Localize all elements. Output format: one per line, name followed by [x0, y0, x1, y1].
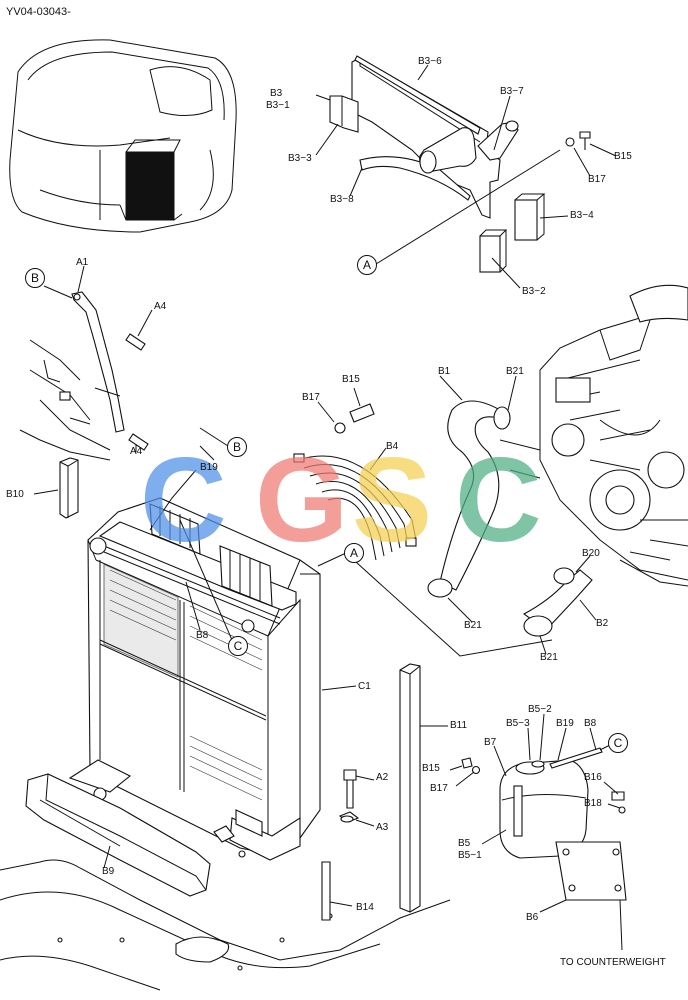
label-b15-top: B15	[614, 151, 632, 162]
label-b3-3: B3−3	[288, 153, 312, 164]
callout-a-top: A	[357, 255, 377, 275]
callout-b-mid: B	[227, 437, 247, 457]
label-b1: B1	[438, 366, 451, 377]
footer-note: TO COUNTERWEIGHT	[560, 957, 666, 968]
watermark-letter-c2: C	[455, 433, 542, 567]
mounting-rubber	[25, 773, 211, 897]
watermark-letter-g: G	[255, 433, 349, 567]
label-b2: B2	[596, 618, 609, 629]
spacer-block	[59, 457, 79, 519]
label-b15-bottom: B15	[422, 763, 440, 774]
label-b3-8: B3−8	[330, 194, 354, 205]
machine-overview-sketch	[9, 39, 237, 233]
callout-a-mid: A	[344, 543, 364, 563]
callout-c-mid: C	[228, 636, 248, 656]
tank-stay-and-frame	[19, 291, 149, 461]
hose-clamp-set	[293, 453, 417, 561]
label-b21-bottom: B21	[540, 652, 558, 663]
label-a2: A2	[376, 772, 389, 783]
label-b5-2: B5−2	[528, 704, 552, 715]
label-b8-right: B8	[584, 718, 597, 729]
label-b20: B20	[582, 548, 600, 559]
label-b19-mid: B19	[200, 462, 218, 473]
reserve-tank	[499, 747, 627, 951]
fan-shroud-assembly	[329, 55, 591, 273]
watermark-letter-s: S	[352, 433, 433, 567]
label-b11: B11	[450, 720, 468, 731]
label-b3: B3	[270, 88, 283, 99]
label-b19-right: B19	[556, 718, 574, 729]
label-b15-mid: B15	[342, 374, 360, 385]
label-b8-mid: B8	[196, 630, 209, 641]
label-b5-3: B5−3	[506, 718, 530, 729]
label-a1: A1	[76, 257, 89, 268]
label-b9: B9	[102, 866, 115, 877]
label-b16: B16	[584, 772, 602, 783]
label-b17-mid: B17	[302, 392, 320, 403]
label-b10: B10	[6, 489, 24, 500]
callout-b-left: B	[25, 268, 45, 288]
label-a3: A3	[376, 822, 389, 833]
label-b21-mid: B21	[464, 620, 482, 631]
label-a4-top: A4	[154, 301, 167, 312]
radiator-hoses	[427, 400, 593, 637]
label-b3-2: B3−2	[522, 286, 546, 297]
base-frame-plate	[0, 859, 451, 991]
label-c1: C1	[358, 681, 371, 692]
fasteners	[321, 403, 626, 921]
label-b4: B4	[386, 441, 399, 452]
label-b5: B5	[458, 838, 471, 849]
document-id: YV04-03043-	[6, 6, 71, 18]
leader-lines	[33, 64, 621, 913]
label-b14: B14	[356, 902, 374, 913]
label-b3-7: B3−7	[500, 86, 524, 97]
radiator-core	[68, 497, 321, 861]
watermark-letter-c1: C	[140, 433, 227, 567]
label-b3-1: B3−1	[266, 100, 290, 111]
label-b18: B18	[584, 798, 602, 809]
label-b6: B6	[526, 912, 539, 923]
label-b21-top: B21	[506, 366, 524, 377]
label-b3-4: B3−4	[570, 210, 594, 221]
engine-assembly	[499, 284, 688, 587]
label-b3-6: B3−6	[418, 56, 442, 67]
label-a4-bottom: A4	[130, 446, 143, 457]
label-b17-top: B17	[588, 174, 606, 185]
support-stays	[399, 663, 421, 913]
label-b5-1: B5−1	[458, 850, 482, 861]
label-b17-bottom: B17	[430, 783, 448, 794]
label-b7: B7	[484, 737, 497, 748]
callout-c-right: C	[608, 733, 628, 753]
